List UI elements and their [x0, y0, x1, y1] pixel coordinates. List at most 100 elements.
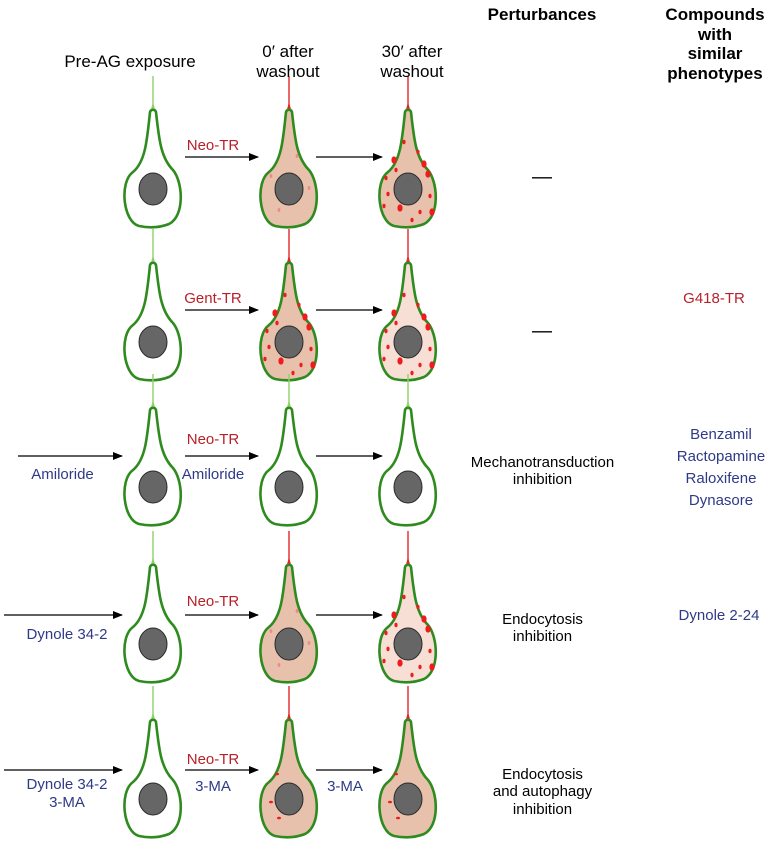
- tracer-punctum: [394, 772, 398, 776]
- perturbance-line: and autophagy: [492, 783, 593, 801]
- tracer-punctum: [283, 292, 287, 298]
- tracer-punctum: [310, 361, 316, 369]
- treatment-label: Neo-TR: [186, 431, 240, 448]
- nucleus: [138, 627, 168, 661]
- perturbance-label: Endocytosis and autophagy inhibition: [470, 766, 615, 818]
- tracer-punctum: [265, 328, 269, 334]
- tracer-punctum: [410, 672, 414, 678]
- nucleus: [393, 172, 423, 206]
- nucleus: [138, 325, 168, 359]
- cell-membrane: [123, 261, 183, 382]
- pretreatment-label: Dynole 34-2 3-MA: [12, 776, 122, 812]
- tracer-punctum: [382, 356, 386, 362]
- nucleus: [274, 172, 304, 206]
- tracer-punctum: [394, 320, 398, 326]
- tracer-punctum: [391, 156, 397, 164]
- tracer-punctum: [429, 208, 435, 216]
- hair-cell: [378, 229, 438, 382]
- header-pre-ag: Pre-AG exposure: [64, 52, 196, 71]
- tracer-punctum: [277, 816, 281, 820]
- cotreatment-label: Amiloride: [181, 466, 245, 483]
- tracer-punctum: [269, 174, 273, 178]
- cell-membrane: [378, 108, 438, 229]
- tracer-punctum: [384, 630, 388, 636]
- tracer-punctum: [386, 344, 390, 350]
- nucleus: [274, 782, 304, 816]
- header-compounds-line1: Compounds: [665, 5, 765, 24]
- tracer-punctum: [272, 309, 278, 317]
- tracer-punctum: [267, 344, 271, 350]
- tracer-punctum: [410, 370, 414, 376]
- tracer-punctum: [382, 658, 386, 664]
- header-t0: 0′ after washout: [238, 42, 338, 81]
- tracer-punctum: [396, 816, 400, 820]
- header-compounds-line4: phenotypes: [667, 63, 763, 83]
- cell-membrane: [259, 108, 319, 229]
- perturbance-label: Mechanotransduction inhibition: [465, 454, 620, 489]
- header-compounds-line2: with: [698, 24, 732, 44]
- perturbance-line: Endocytosis: [502, 611, 583, 628]
- tracer-punctum: [421, 160, 427, 168]
- perturbance-dash: —: [532, 320, 552, 342]
- tracer-punctum: [263, 356, 267, 362]
- tracer-punctum: [295, 154, 299, 158]
- tracer-punctum: [275, 772, 279, 776]
- pretreatment-line: Dynole 34-2: [26, 776, 108, 793]
- hair-cell: [259, 686, 319, 839]
- nucleus: [138, 470, 168, 504]
- hair-cell: [123, 686, 183, 839]
- cell-membrane: [123, 563, 183, 684]
- perturbance-line: inhibition: [512, 628, 573, 646]
- cell-membrane: [259, 261, 319, 382]
- pretreatment-line: 3-MA: [49, 794, 85, 811]
- header-compounds-line3: similar: [687, 44, 743, 64]
- cell-membrane: [378, 563, 438, 684]
- tracer-punctum: [307, 186, 311, 190]
- tracer-punctum: [277, 663, 281, 667]
- tracer-punctum: [269, 629, 273, 633]
- pretreatment-label: Dynole 34-2: [26, 626, 108, 643]
- compound-list: Benzamil Ractopamine Raloxifene Dynasore: [665, 424, 777, 512]
- nucleus: [393, 470, 423, 504]
- header-t30: 30′ after washout: [362, 42, 462, 81]
- nucleus: [393, 325, 423, 359]
- perturbance-line: Endocytosis: [502, 766, 583, 783]
- tracer-punctum: [418, 664, 422, 670]
- tracer-punctum: [394, 622, 398, 628]
- tracer-punctum: [382, 203, 386, 209]
- nucleus: [274, 470, 304, 504]
- hair-cell: [378, 374, 438, 527]
- cell-membrane: [378, 261, 438, 382]
- cotreatment-label: 3-MA: [195, 778, 231, 795]
- compound-label: Dynole 2-24: [678, 607, 760, 624]
- tracer-punctum: [307, 641, 311, 645]
- tracer-punctum: [428, 346, 432, 352]
- treatment-label: Gent-TR: [184, 290, 242, 307]
- tracer-punctum: [384, 328, 388, 334]
- nucleus: [274, 325, 304, 359]
- treatment-label: Neo-TR: [186, 751, 240, 768]
- tracer-punctum: [402, 292, 406, 298]
- tracer-punctum: [391, 309, 397, 317]
- cell-membrane: [123, 718, 183, 839]
- hair-cell: [259, 531, 319, 684]
- tracer-punctum: [402, 139, 406, 145]
- tracer-punctum: [397, 659, 403, 667]
- tracer-punctum: [402, 594, 406, 600]
- nucleus: [274, 627, 304, 661]
- wash-treatment-label: 3-MA: [327, 778, 363, 795]
- tracer-punctum: [425, 170, 431, 178]
- header-compounds: Compounds with similar phenotypes: [652, 5, 778, 83]
- hair-cell: [378, 686, 438, 839]
- tracer-punctum: [416, 302, 420, 308]
- tracer-punctum: [418, 209, 422, 215]
- tracer-punctum: [306, 323, 312, 331]
- tracer-punctum: [302, 313, 308, 321]
- tracer-punctum: [425, 625, 431, 633]
- nucleus: [393, 627, 423, 661]
- hair-cell: [259, 229, 319, 382]
- tracer-punctum: [421, 313, 427, 321]
- treatment-label: Neo-TR: [186, 593, 240, 610]
- perturbance-line: Mechanotransduction: [470, 454, 615, 471]
- tracer-punctum: [418, 362, 422, 368]
